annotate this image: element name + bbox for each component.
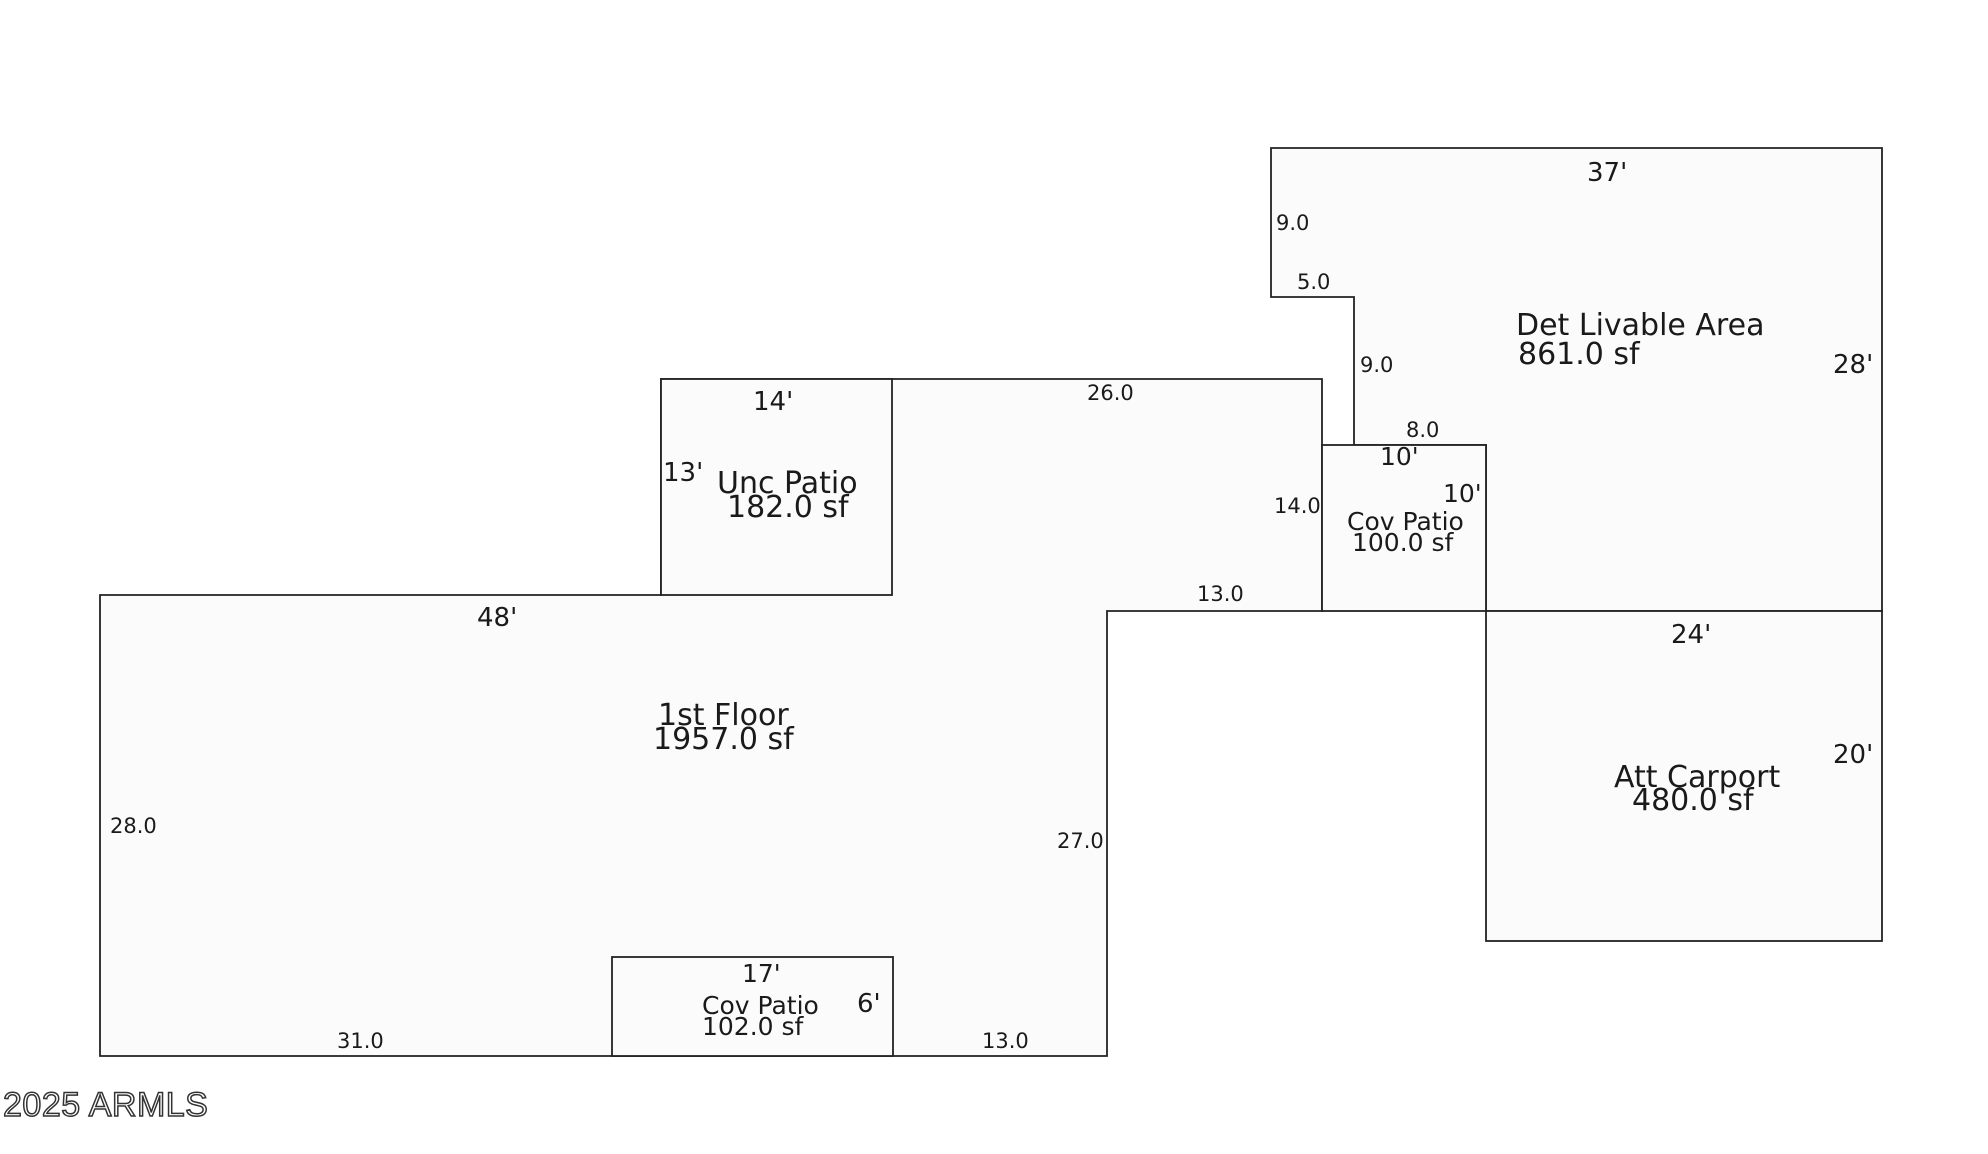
first-floor-name: 1st Floor <box>658 698 789 733</box>
cov-patio-lower-top-dimension: 17' <box>742 959 781 988</box>
det-notch-height-dimension: 9.0 <box>1360 353 1393 377</box>
det-top-dimension: 37' <box>1587 158 1627 188</box>
det-notch-width-dimension: 5.0 <box>1297 270 1330 294</box>
det-left-upper-dimension: 9.0 <box>1276 211 1309 235</box>
cov-patio-lower-side-dimension: 6' <box>857 989 881 1019</box>
cov-patio-upper-outline <box>1321 444 1487 612</box>
unc-patio-size: 182.0 sf <box>727 490 850 525</box>
att-carport-name: Att Carport <box>1614 760 1780 795</box>
floor-right-lower-dimension: 27.0 <box>1057 829 1104 853</box>
att-carport-size: 480.0 sf <box>1632 783 1755 818</box>
cov-patio-lower-name: Cov Patio <box>702 991 819 1020</box>
copyright-watermark: 2025 ARMLS <box>2 1085 209 1125</box>
carport-right-dimension: 20' <box>1833 740 1873 770</box>
floor-right-upper-dimension: 14.0 <box>1274 494 1321 518</box>
cov-patio-upper-size: 100.0 sf <box>1352 528 1455 557</box>
unc-patio-left-dimension: 13' <box>663 458 703 488</box>
cov-patio-upper-name: Cov Patio <box>1347 507 1464 536</box>
cov-patio-lower-outline <box>611 956 894 1057</box>
det-livable-area-name: Det Livable Area <box>1516 308 1764 343</box>
cov-patio-lower-size: 102.0 sf <box>702 1012 805 1041</box>
first-floor-size: 1957.0 sf <box>653 722 795 757</box>
floor-top-right-dimension: 26.0 <box>1087 381 1134 405</box>
floor-left-dimension: 28.0 <box>110 814 157 838</box>
unc-patio-top-dimension: 14' <box>753 387 793 417</box>
carport-top-dimension: 24' <box>1671 620 1711 650</box>
floor-top-left-dimension: 48' <box>477 603 517 633</box>
floor-step-dimension: 13.0 <box>1197 582 1244 606</box>
cov-patio-upper-top-dimension: 10' <box>1380 442 1419 471</box>
cov-patio-upper-side-dimension: 10' <box>1443 479 1482 508</box>
floor-bottom-right-dimension: 13.0 <box>982 1029 1029 1053</box>
det-livable-area-size: 861.0 sf <box>1518 337 1641 372</box>
floor-bottom-left-dimension: 31.0 <box>337 1029 384 1053</box>
unc-patio-name: Unc Patio <box>717 466 858 501</box>
att-carport-outline <box>1485 610 1883 942</box>
unc-patio-outline <box>660 378 893 596</box>
det-right-dimension: 28' <box>1833 350 1873 380</box>
det-step-dimension: 8.0 <box>1406 418 1439 442</box>
